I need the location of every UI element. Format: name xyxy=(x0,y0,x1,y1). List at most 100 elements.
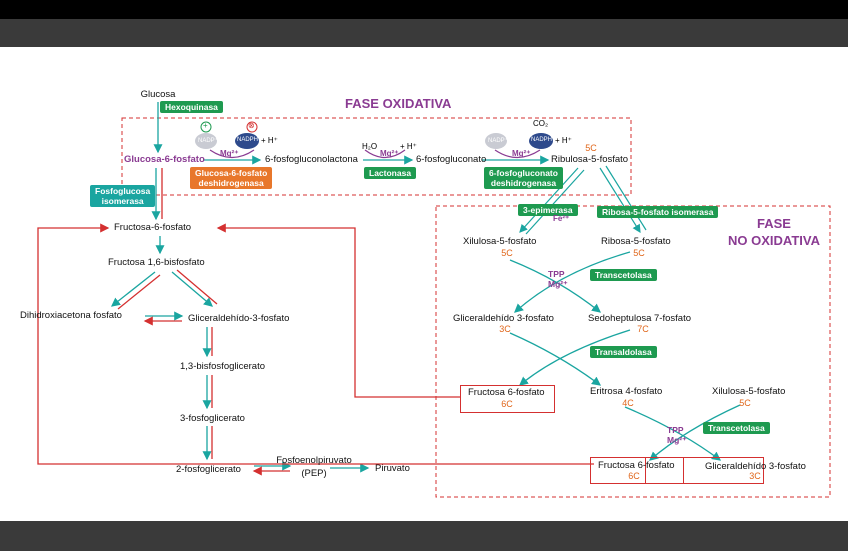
enzyme-6pgdh-line2: deshidrogenasa xyxy=(490,178,557,188)
arrow-ru5p-xu5p-1 xyxy=(519,167,579,233)
cofactor-mg-tk2: Mg²⁺ xyxy=(667,435,687,445)
box-f6p-1 xyxy=(460,385,555,413)
bottom-letterbox xyxy=(0,521,848,551)
enzyme-epimerasa: 3-epimerasa xyxy=(518,204,578,216)
label-f6p: Fructosa-6-fosfato xyxy=(114,222,192,233)
enzyme-hexoquinasa: Hexoquinasa xyxy=(160,101,223,113)
arrow-ru5p-r5p-2 xyxy=(605,165,647,231)
box-g3p-2 xyxy=(645,457,764,484)
cofactor-nadp-2: NADP⁺ xyxy=(488,138,508,144)
cofactor-hplus-1: + H⁺ xyxy=(261,136,278,145)
cofactor-co2: CO₂ xyxy=(533,119,549,128)
nadph-bubble-2 xyxy=(529,133,553,149)
enzyme-fosfoglucosa-isomerasa: Fosfoglucosa isomerasa xyxy=(90,185,156,207)
enzyme-transaldolasa: Transaldolasa xyxy=(590,346,657,358)
label-pgl: 6-fosfogluconolactona xyxy=(265,154,358,165)
label-glucosa: Glucosa xyxy=(140,89,176,100)
activator-circle xyxy=(200,121,212,133)
nonoxidative-phase-title-2: NO OXIDATIVA xyxy=(728,233,820,248)
cofactor-mg-tk1: Mg²⁺ xyxy=(548,279,568,289)
arrow-f16bp-dhap-2 xyxy=(117,274,161,310)
label-g3p: Gliceraldehído-3-fosfato xyxy=(188,313,290,324)
label-2pg: 2-fosfoglicerato xyxy=(176,464,241,475)
top-letterbox xyxy=(0,0,848,47)
arc-tk1-a xyxy=(509,259,602,313)
label-6pg: 6-fosfogluconato xyxy=(416,154,487,165)
arc-nadp-2 xyxy=(494,149,541,159)
carbon-f6p-box: 6C xyxy=(501,399,513,409)
label-3pg: 3-fosfoglicerato xyxy=(180,413,245,424)
enzyme-g6pdh-line1: Glucosa-6-fosfato xyxy=(195,168,268,178)
enzyme-6pgdh: 6-fosfogluconato deshidrogenasa xyxy=(484,167,563,189)
carbon-s7p: 7C xyxy=(637,324,649,334)
carbon-g3p-2: 3C xyxy=(749,471,761,481)
enzyme-transcetolasa-2: Transcetolasa xyxy=(703,422,770,434)
label-f6p-box-2: Fructosa 6-fosfato xyxy=(598,460,675,471)
carbon-e4p: 4C xyxy=(622,398,634,408)
carbon-xu5p: 5C xyxy=(501,248,513,258)
cofactor-mg-3: Mg²⁺ xyxy=(512,149,531,158)
arrow-ru5p-r5p-1 xyxy=(599,167,641,234)
arrow-ru5p-xu5p-2 xyxy=(525,169,585,235)
label-s7p: Sedoheptulosa 7-fosfato xyxy=(588,313,691,324)
enzyme-g6pdh: Glucosa-6-fosfato deshidrogenasa xyxy=(190,167,273,189)
label-f6p-box: Fructosa 6-fosfato xyxy=(468,387,545,398)
cofactor-fe: Fe²⁺ xyxy=(553,214,570,223)
carbon-f6p-box-2: 6C xyxy=(628,471,640,481)
carbon-r5p: 5C xyxy=(633,248,645,258)
arc-ta-a xyxy=(509,332,602,386)
box-f6p-2 xyxy=(590,457,684,484)
carbon-ru5p: 5C xyxy=(585,143,597,153)
label-xu5p: Xilulosa-5-fosfato xyxy=(463,236,537,247)
arc-tk2-b xyxy=(649,404,741,461)
label-pep-1: Fosfoenolpiruvato xyxy=(276,455,352,466)
nadp-bubble-1 xyxy=(195,133,217,149)
label-g3p-2: Gliceraldehído 3-fosfato xyxy=(705,461,806,472)
arc-water xyxy=(364,149,406,159)
nadp-bubble-2 xyxy=(485,133,507,149)
enzyme-6pgdh-line1: 6-fosfogluconato xyxy=(489,168,558,178)
cofactor-mg-2: Mg²⁺ xyxy=(380,149,399,158)
cofactor-tpp-2: TPP xyxy=(667,425,684,435)
nadph-bubble-1 xyxy=(235,133,259,149)
oxidative-phase-title: FASE OXIDATIVA xyxy=(345,96,452,111)
label-r5p: Ribosa-5-fosfato xyxy=(601,236,671,247)
label-dhap: Dihidroxiacetona fosfato xyxy=(20,310,122,321)
label-pep-2: (PEP) xyxy=(301,468,327,479)
label-piruvato: Piruvato xyxy=(375,463,410,474)
enzyme-pgi-line2: isomerasa xyxy=(101,196,144,206)
cofactor-h2o: H₂O xyxy=(362,142,378,151)
label-g6p: Glucosa-6-fosfato xyxy=(124,154,205,165)
enzyme-r5p-isomerasa: Ribosa-5-fosfato isomerasa xyxy=(597,206,719,218)
cofactor-tpp-1: TPP xyxy=(548,269,565,279)
enzyme-transcetolasa-1: Transcetolasa xyxy=(590,269,657,281)
carbon-g3p-no: 3C xyxy=(499,324,511,334)
cofactor-nadp-1: NADP⁺ xyxy=(198,138,218,144)
arrow-f16bp-g3p-2 xyxy=(176,269,218,305)
enzyme-lactonasa: Lactonasa xyxy=(364,167,417,179)
oxidative-phase-box xyxy=(121,117,632,196)
arc-ta-b xyxy=(518,329,631,386)
enzyme-pgi-line1: Fosfoglucosa xyxy=(95,186,151,196)
arrow-f16bp-dhap-1 xyxy=(110,271,156,307)
label-bpg: 1,3-bisfosfoglicerato xyxy=(180,361,266,372)
label-xu5p-2: Xilulosa-5-fosfato xyxy=(712,386,786,397)
arc-nadp-1 xyxy=(209,149,255,159)
inhibitor-icon: ⊗ xyxy=(248,121,255,130)
cofactor-mg-1: Mg²⁺ xyxy=(220,149,239,158)
return-g3p-to-glycolysis xyxy=(37,223,594,465)
arrow-f16bp-g3p-1 xyxy=(171,271,213,307)
activator-plus-icon: + xyxy=(203,121,208,130)
label-g3p-no: Gliceraldehído 3-fosfato xyxy=(453,313,554,324)
arc-tk2-a xyxy=(624,406,722,461)
return-f6p-to-glycolysis xyxy=(216,223,460,398)
arc-tk1-b xyxy=(514,251,631,313)
cofactor-nadph-2: NADPH xyxy=(531,137,553,143)
label-f16bp: Fructosa 1,6-bisfosfato xyxy=(108,257,205,268)
enzyme-g6pdh-line2: deshidrogenasa xyxy=(198,178,264,188)
cofactor-hplus-3: + H⁺ xyxy=(555,136,572,145)
carbon-xu5p-2: 5C xyxy=(739,398,751,408)
label-ru5p: Ribulosa-5-fosfato xyxy=(551,154,629,165)
inhibitor-circle xyxy=(246,121,258,133)
